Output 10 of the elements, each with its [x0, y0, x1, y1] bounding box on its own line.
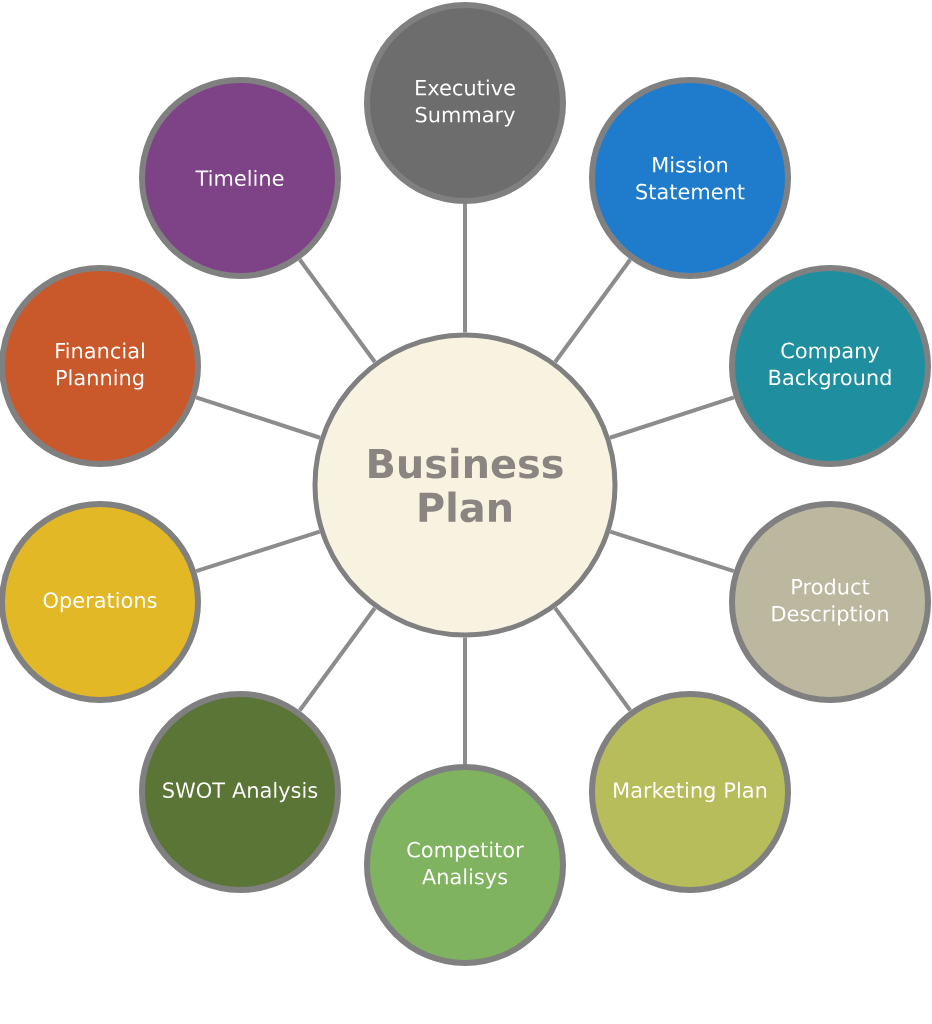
connector-line: [463, 637, 467, 764]
connector-line: [463, 204, 467, 333]
connector-line: [609, 395, 735, 440]
connector-line: [195, 395, 321, 440]
connector-line: [195, 529, 321, 574]
connector-line: [298, 258, 377, 364]
connector-line: [609, 529, 735, 574]
connector-line: [553, 258, 632, 364]
connector-line: [553, 606, 632, 712]
connector-line: [298, 606, 377, 712]
